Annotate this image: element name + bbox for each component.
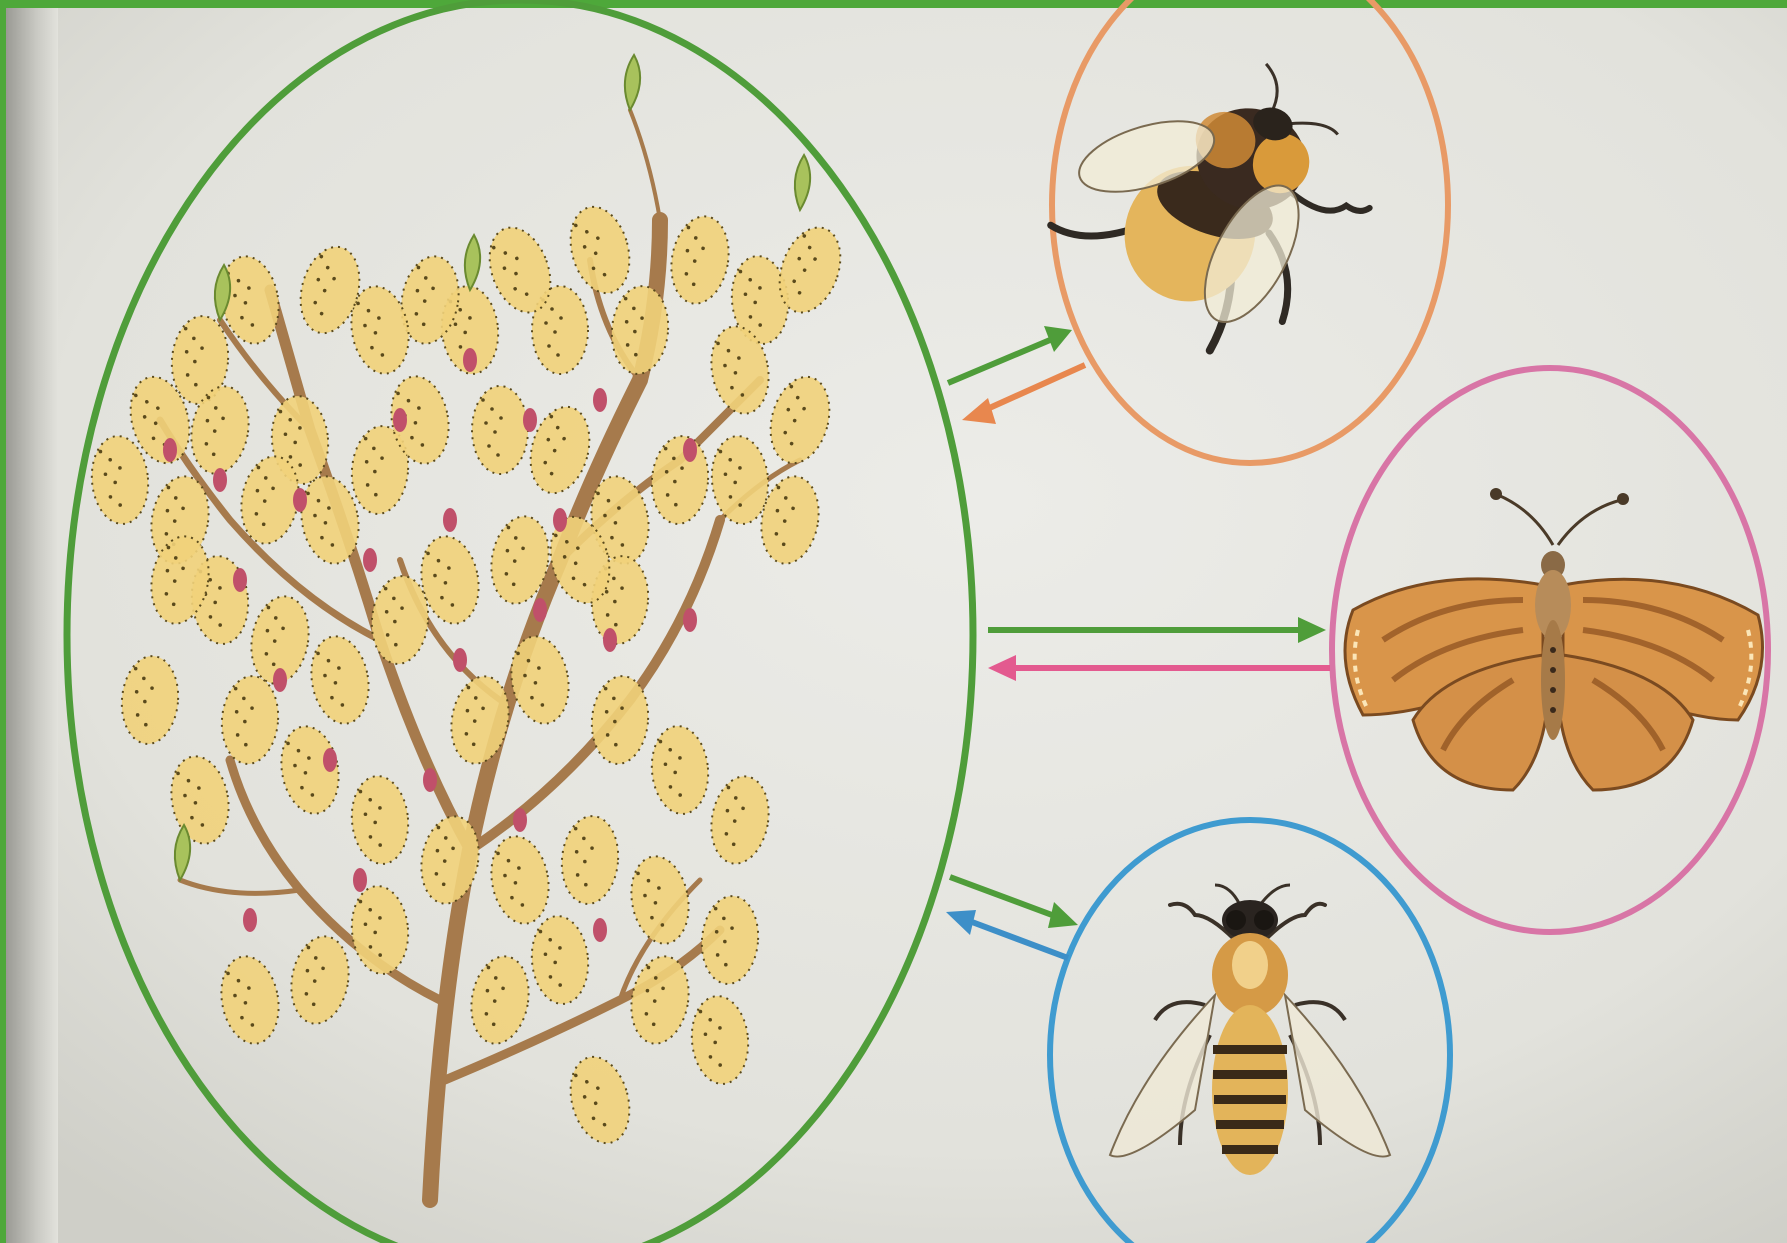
willow-bud	[273, 668, 287, 692]
willow-bud	[453, 648, 467, 672]
willow-bud	[593, 918, 607, 942]
willow-bud	[683, 438, 697, 462]
willow-bud	[353, 868, 367, 892]
willow-bud	[593, 388, 607, 412]
willow-catkin	[472, 386, 528, 474]
willow-bud	[443, 508, 457, 532]
willow-bud	[553, 508, 567, 532]
willow-bud	[683, 608, 697, 632]
willow-bud	[363, 548, 377, 572]
page-binding-shadow	[6, 8, 58, 1243]
willow-bud	[463, 348, 477, 372]
willow-bud	[213, 468, 227, 492]
willow-bud	[163, 438, 177, 462]
willow-bud	[243, 908, 257, 932]
willow-bud	[513, 808, 527, 832]
willow-bud	[233, 568, 247, 592]
willow-bud	[533, 598, 547, 622]
willow-bud	[323, 748, 337, 772]
willow-bud	[393, 408, 407, 432]
willow-bud	[603, 628, 617, 652]
willow-bud	[523, 408, 537, 432]
willow-bud	[423, 768, 437, 792]
willow-bud	[293, 488, 307, 512]
